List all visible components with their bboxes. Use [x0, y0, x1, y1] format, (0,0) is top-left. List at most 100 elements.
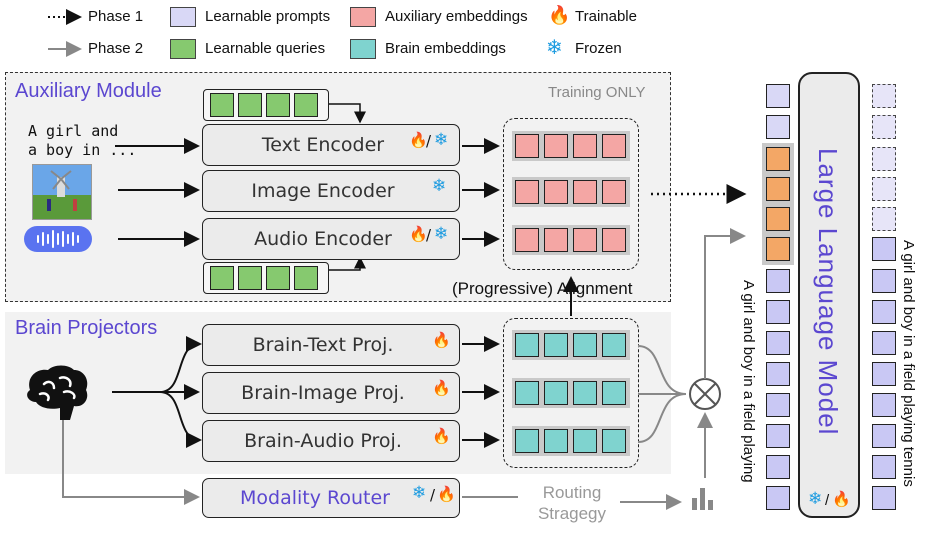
brain-icon: [20, 364, 92, 420]
brain-image-projector-label: Brain-Image Proj.: [241, 382, 405, 404]
legend-brain-embeddings-label: Brain embeddings: [385, 40, 506, 57]
auxiliary-prompt-token: [766, 177, 790, 201]
query-token: [266, 93, 290, 117]
legend-phase1-label: Phase 1: [88, 8, 144, 25]
llm-output-tokens-column: [868, 80, 900, 512]
auxiliary-prompt-token: [766, 237, 790, 261]
legend-learnable-prompts-swatch: [170, 7, 196, 27]
bar-chart-icon: [690, 484, 720, 510]
legend-auxiliary-embeddings-label: Auxiliary embeddings: [385, 8, 528, 25]
auxiliary-token: [544, 228, 568, 252]
text-token: [766, 455, 790, 479]
auxiliary-token: [602, 180, 626, 204]
brain-image-projector-box: Brain-Image Proj. 🔥: [202, 372, 460, 414]
brain-token: [515, 429, 539, 453]
query-token: [238, 266, 262, 290]
audio-waveform-icon: [24, 226, 92, 252]
llm-input-text: A girl and boy in a field playing: [740, 280, 757, 483]
brain-token: [544, 429, 568, 453]
auxiliary-token: [515, 180, 539, 204]
image-encoder-box: Image Encoder ❄: [202, 170, 460, 212]
brain-token: [544, 333, 568, 357]
brain-token: [515, 381, 539, 405]
flame-icon: 🔥: [432, 427, 451, 445]
text-encoder-label: Text Encoder: [261, 134, 385, 156]
legend-flame-icon: 🔥: [548, 5, 571, 25]
snowflake-icon: ❄: [412, 483, 427, 503]
text-token: [766, 331, 790, 355]
output-token: [872, 424, 896, 448]
output-token: [872, 269, 896, 293]
query-token: [266, 266, 290, 290]
training-only-label: Training ONLY: [548, 84, 646, 101]
output-token: [872, 300, 896, 324]
slash-separator: /: [426, 226, 432, 244]
auxiliary-embedding-row-audio: [512, 225, 630, 255]
flame-icon: 🔥: [432, 331, 451, 349]
modality-router-box: Modality Router ❄ / 🔥: [202, 478, 460, 518]
text-token: [766, 362, 790, 386]
flame-icon: 🔥: [437, 485, 456, 503]
snowflake-icon: ❄: [808, 489, 823, 508]
brain-token: [573, 333, 597, 357]
output-token: [872, 362, 896, 386]
query-token: [210, 93, 234, 117]
query-token: [238, 93, 262, 117]
llm-box: Large Language Model ❄ / 🔥: [798, 72, 860, 518]
auxiliary-module-title: Auxiliary Module: [15, 80, 162, 102]
text-token: [766, 424, 790, 448]
query-token: [294, 93, 318, 117]
legend-learnable-queries-swatch: [170, 39, 196, 59]
auxiliary-token: [573, 180, 597, 204]
brain-token: [602, 429, 626, 453]
flame-icon: 🔥: [409, 225, 428, 243]
brain-text-projector-box: Brain-Text Proj. 🔥: [202, 324, 460, 366]
legend-snowflake-icon: ❄: [546, 37, 563, 59]
legend-phase2-label: Phase 2: [88, 40, 144, 57]
auxiliary-token: [602, 228, 626, 252]
brain-audio-projector-box: Brain-Audio Proj. 🔥: [202, 420, 460, 462]
flame-icon: 🔥: [832, 491, 851, 508]
legend-learnable-prompts-label: Learnable prompts: [205, 8, 331, 25]
text-encoder-box: Text Encoder 🔥 / ❄: [202, 124, 460, 166]
brain-embedding-row-audio: [512, 426, 630, 456]
alignment-label: (Progressive) Alignment: [452, 279, 633, 298]
routing-strategy-label: Routing Stragegy: [537, 483, 607, 523]
slash-separator: /: [825, 492, 830, 509]
brain-token: [602, 333, 626, 357]
brain-audio-projector-label: Brain-Audio Proj.: [244, 430, 402, 452]
snowflake-icon: ❄: [434, 224, 449, 244]
brain-token: [544, 381, 568, 405]
text-token: [766, 269, 790, 293]
learnable-queries-top: [203, 89, 329, 121]
dashed-prompt-token: [872, 207, 896, 231]
text-token: [766, 393, 790, 417]
output-token: [872, 237, 896, 261]
legend-frozen-label: Frozen: [575, 40, 622, 57]
query-token: [210, 266, 234, 290]
flame-icon: 🔥: [432, 379, 451, 397]
output-token: [872, 455, 896, 479]
text-token: [766, 300, 790, 324]
input-caption-text: A girl and a boy in ...: [28, 122, 137, 159]
modality-router-label: Modality Router: [240, 487, 390, 509]
legend-trainable-label: Trainable: [575, 8, 637, 25]
slash-separator: /: [430, 486, 436, 504]
snowflake-icon: ❄: [434, 130, 449, 150]
auxiliary-token: [573, 134, 597, 158]
dashed-prompt-token: [872, 115, 896, 139]
legend-brain-embeddings-swatch: [350, 39, 376, 59]
auxiliary-embeddings-group: [503, 118, 639, 270]
auxiliary-token: [544, 180, 568, 204]
auxiliary-token: [573, 228, 597, 252]
output-token: [872, 331, 896, 355]
brain-projectors-title: Brain Projectors: [15, 317, 158, 339]
brain-embedding-row-text: [512, 330, 630, 360]
dashed-prompt-token: [872, 147, 896, 171]
dashed-prompt-token: [872, 177, 896, 201]
audio-encoder-label: Audio Encoder: [254, 228, 392, 250]
brain-token: [515, 333, 539, 357]
snowflake-icon: ❄: [432, 176, 447, 196]
brain-text-projector-label: Brain-Text Proj.: [252, 334, 394, 356]
